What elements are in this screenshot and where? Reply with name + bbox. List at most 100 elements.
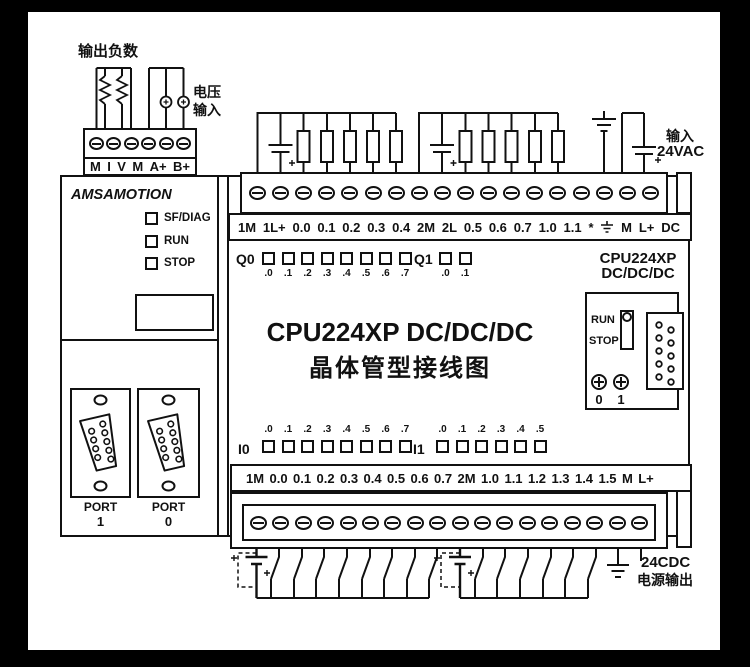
screw-terminal bbox=[410, 186, 428, 200]
terminal-label: M bbox=[90, 159, 101, 174]
i0-indicator-row bbox=[262, 440, 412, 453]
expansion-connector bbox=[646, 312, 684, 390]
screw-terminal bbox=[433, 186, 451, 200]
voltage-input-label-2: 输入 bbox=[193, 102, 221, 118]
terminal-label: 0.4 bbox=[392, 219, 411, 235]
screw-terminal bbox=[89, 137, 104, 150]
output-load-label: 输出负数 bbox=[78, 43, 139, 60]
output-indicator bbox=[458, 252, 472, 265]
screw-terminal bbox=[518, 515, 536, 530]
input-indicator bbox=[359, 440, 373, 453]
analog-terminal-labels: M I V M A+ B+ bbox=[83, 157, 197, 176]
load-icon bbox=[343, 130, 357, 163]
db9-icon bbox=[147, 413, 186, 472]
screw-terminal bbox=[496, 515, 514, 530]
connector-pins bbox=[655, 321, 675, 386]
terminal-label: A+ bbox=[149, 159, 167, 174]
load-icon bbox=[481, 130, 496, 163]
analog-wiring-drawing bbox=[95, 67, 190, 128]
input-wiring-drawing bbox=[231, 549, 642, 599]
switch-icon bbox=[338, 549, 348, 598]
terminal-label: 1.3 bbox=[551, 470, 570, 486]
output-indicator bbox=[398, 252, 412, 265]
screw-terminal bbox=[595, 186, 613, 200]
terminal-label: * bbox=[588, 219, 594, 235]
terminal-label: 1.0 bbox=[480, 470, 500, 486]
terminal-label: 1L+ bbox=[262, 219, 286, 235]
switch-icon bbox=[293, 549, 303, 598]
switch-icon bbox=[587, 549, 597, 598]
terminal-label: 1.1 bbox=[563, 219, 582, 235]
terminal-label: L+ bbox=[638, 219, 655, 235]
screw-terminal bbox=[586, 515, 604, 530]
mounting-hole bbox=[93, 480, 108, 492]
terminal-label: DC bbox=[661, 219, 680, 235]
terminal-label: B+ bbox=[173, 159, 190, 174]
ac-input-label-1: 输入 bbox=[666, 128, 694, 144]
screw-terminal bbox=[429, 515, 447, 530]
left-panel-divider bbox=[60, 339, 219, 341]
terminal-label: 2L bbox=[441, 219, 458, 235]
i1-label: I1 bbox=[413, 441, 425, 457]
q1-indicator-row bbox=[439, 252, 472, 265]
input-indicator bbox=[514, 440, 527, 453]
switch-icon bbox=[406, 549, 416, 598]
screw-terminal bbox=[250, 515, 267, 530]
screw-terminal bbox=[384, 515, 402, 530]
screw-terminal bbox=[341, 186, 359, 200]
i0-bit-labels: .0.1.2.3.4.5.6.7 bbox=[264, 424, 410, 435]
led-label-stop: STOP bbox=[164, 257, 196, 269]
screw-terminal bbox=[503, 186, 521, 200]
terminal-label: 0.4 bbox=[363, 470, 382, 486]
screw-terminal bbox=[541, 515, 559, 530]
switch-icon bbox=[270, 549, 280, 598]
earth-ground-icon bbox=[607, 549, 629, 578]
power-output-label-1: 24CDC bbox=[641, 554, 691, 571]
input-indicator bbox=[379, 440, 392, 453]
port-1-label: PORT bbox=[83, 500, 118, 514]
screw-terminal bbox=[456, 186, 474, 200]
terminal-label: 1.0 bbox=[538, 219, 557, 235]
load-icon bbox=[366, 130, 380, 163]
battery-icon bbox=[434, 549, 474, 598]
screw-terminal bbox=[141, 137, 157, 150]
switch-icon bbox=[564, 549, 574, 598]
output-indicator bbox=[281, 252, 295, 265]
load-icon bbox=[504, 130, 519, 163]
diagram-title-line2: 晶体管型接线图 bbox=[309, 355, 491, 382]
terminal-label: 0.0 bbox=[292, 219, 311, 235]
i1-indicator-row bbox=[436, 440, 547, 453]
input-indicator bbox=[301, 440, 314, 453]
screw-terminal bbox=[387, 186, 405, 200]
led-sf-diag bbox=[145, 212, 158, 225]
mounting-hole bbox=[93, 394, 108, 406]
q1-label: Q1 bbox=[414, 251, 433, 267]
screw-terminal bbox=[295, 186, 313, 200]
terminal-label: 1M bbox=[238, 219, 257, 235]
terminal-label: 1.4 bbox=[574, 470, 594, 486]
terminal-label: M bbox=[621, 219, 632, 235]
mounting-hole bbox=[161, 480, 176, 492]
output-terminal-block bbox=[240, 172, 668, 214]
input-indicator bbox=[455, 440, 469, 453]
resistor-icon bbox=[97, 75, 113, 105]
screw-terminal bbox=[249, 186, 266, 200]
pot-1-label: 1 bbox=[617, 392, 625, 407]
screw-terminal bbox=[362, 515, 380, 530]
switch-icon bbox=[542, 549, 552, 598]
switch-icon bbox=[361, 549, 371, 598]
switch-icon bbox=[519, 549, 529, 598]
brand-logo: AMSAMOTION bbox=[71, 187, 172, 203]
earth-terminal-icon bbox=[600, 221, 614, 233]
power-output-label-2: 电源输出 bbox=[637, 572, 693, 588]
screw-terminal bbox=[364, 186, 382, 200]
voltage-input-label-1: 电压 bbox=[193, 84, 221, 100]
analog-pot-1 bbox=[613, 374, 629, 390]
ac-input-label-2: 24VAC bbox=[657, 143, 705, 160]
output-indicator bbox=[320, 252, 334, 265]
terminal-label: 0.7 bbox=[433, 470, 453, 486]
mounting-hole bbox=[161, 394, 176, 406]
panel-divider bbox=[217, 175, 229, 537]
terminal-label: M bbox=[132, 159, 144, 174]
